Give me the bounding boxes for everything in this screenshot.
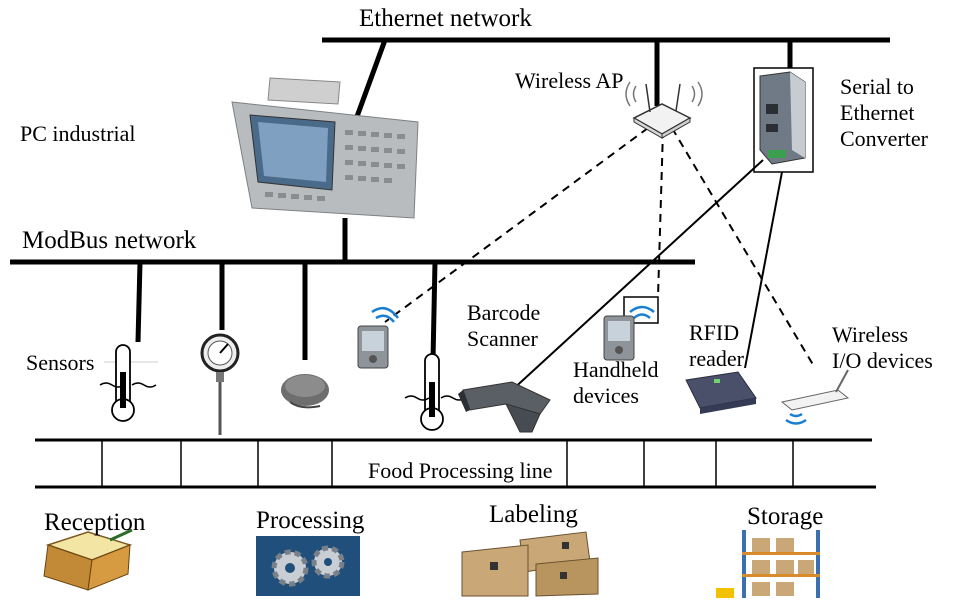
stage-processing-label: Processing [256, 507, 365, 534]
wireless-link-pda [384, 127, 649, 323]
wireless-ap-label: Wireless AP [515, 68, 624, 93]
router-icon [625, 81, 703, 139]
stage-storage-label: Storage [747, 503, 824, 530]
barcode-scanner-icon [458, 381, 551, 433]
thermometer-icon [404, 353, 466, 431]
warehouse-rack-icon [716, 530, 820, 598]
ethernet-drop-pc [352, 39, 388, 123]
wireless-link-handheld [657, 129, 664, 298]
pressure-gauge-icon [200, 333, 240, 435]
food-processing-line-label: Food Processing line [368, 458, 553, 483]
industrial-pc-icon [231, 77, 419, 219]
rfid-reader-icon [685, 371, 757, 414]
ethernet-network-label: Ethernet network [359, 5, 532, 32]
line-dividers [101, 440, 794, 487]
pda-icon [357, 306, 399, 369]
sensor-puck-icon [281, 374, 329, 409]
modbus-drop-1 [135, 261, 143, 343]
pda-icon [603, 296, 659, 361]
barcode-scanner-label: Barcode Scanner [467, 300, 541, 351]
converter-to-scanner [509, 159, 764, 393]
converter-to-rfid [744, 171, 783, 369]
converter-icon [753, 67, 814, 173]
gears-icon [256, 536, 360, 596]
modbus-network-label: ModBus network [22, 227, 197, 254]
wireless-io-icon [780, 369, 850, 425]
serial-converter-label: Serial to Ethernet Converter [840, 74, 928, 151]
wireless-io-label: Wireless I/O devices [832, 322, 933, 373]
wireless-link-io [671, 127, 816, 369]
stage-reception-label: Reception [44, 509, 146, 536]
rfid-reader-label: RFID reader [689, 320, 744, 371]
pc-industrial-label: PC industrial [20, 121, 136, 146]
modbus-drop-4 [430, 261, 438, 361]
thermometer-icon [99, 344, 158, 422]
cardboard-box-icon [461, 531, 599, 597]
handheld-devices-label: Handheld devices [573, 357, 659, 408]
sensors-label: Sensors [26, 350, 95, 375]
stage-labeling-label: Labeling [489, 501, 578, 528]
book-icon [43, 528, 133, 591]
